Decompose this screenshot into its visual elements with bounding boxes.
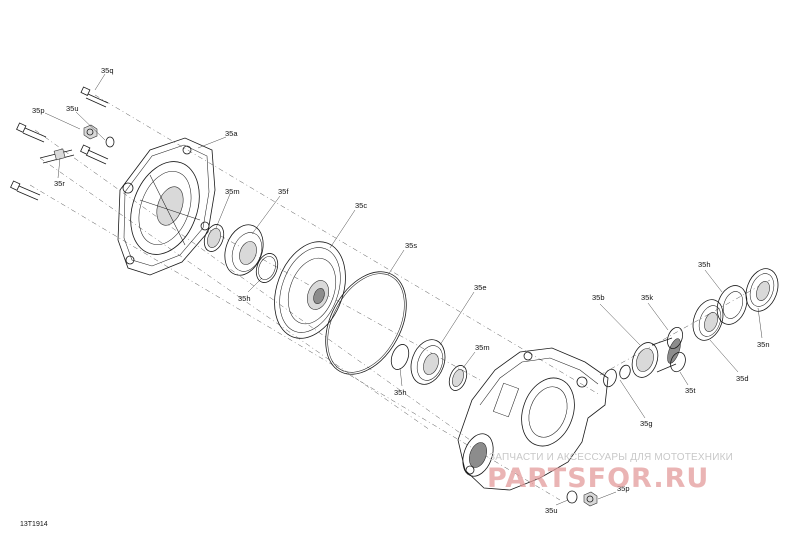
bearing-35d xyxy=(692,299,724,341)
part-labels: 35q 35p 35u 35r 35a 35m 35f 35h 35c 35s … xyxy=(32,66,770,515)
pinion-35b xyxy=(631,337,681,378)
seal-35n xyxy=(745,268,779,312)
label-35k: 35k xyxy=(641,293,653,302)
circlip-35t xyxy=(670,351,686,373)
ring-gear xyxy=(274,241,346,339)
label-35h-left: 35h xyxy=(238,294,251,303)
label-35m-mid: 35m xyxy=(475,343,490,352)
watermark-logo: PARTSFOR.RU xyxy=(487,463,709,494)
label-35u-bottom: 35u xyxy=(545,506,558,515)
washer-35u-bottom xyxy=(566,490,578,504)
bolt-35q xyxy=(80,86,109,108)
label-35q: 35q xyxy=(101,66,114,75)
nut-35p-bottom xyxy=(583,491,598,507)
shim-35h-left xyxy=(255,253,279,283)
label-35s: 35s xyxy=(405,241,417,250)
diagram-code: 13T1914 xyxy=(20,521,48,528)
bushing-35g xyxy=(603,364,631,388)
label-35n: 35n xyxy=(757,340,770,349)
watermark: ЗАПЧАСТИ И АКСЕССУАРЫ ДЛЯ МОТОТЕХНИКИ PA… xyxy=(487,452,733,494)
nut-35h-right xyxy=(716,285,748,325)
label-35u-top: 35u xyxy=(66,104,79,113)
o-ring-35s xyxy=(325,271,407,375)
nut-35u-top xyxy=(83,124,115,148)
bearing-35e xyxy=(410,339,446,385)
label-35f: 35f xyxy=(278,187,289,196)
label-35a: 35a xyxy=(225,129,238,138)
label-35e: 35e xyxy=(474,283,487,292)
shim-35k xyxy=(667,326,683,350)
bolt-35p-top xyxy=(16,122,47,143)
cover-35a xyxy=(117,137,216,276)
label-35b: 35b xyxy=(592,293,605,302)
label-35h-mid: 35h xyxy=(394,388,407,397)
label-35t: 35t xyxy=(685,386,696,395)
watermark-tagline: ЗАПЧАСТИ И АКСЕССУАРЫ ДЛЯ МОТОТЕХНИКИ xyxy=(489,452,733,463)
label-35g: 35g xyxy=(640,419,653,428)
label-35p-bottom: 35p xyxy=(617,484,630,493)
bolt-35r xyxy=(39,144,109,165)
label-35p-top: 35p xyxy=(32,106,45,115)
gearbox-housing xyxy=(457,347,609,491)
label-35m-top: 35m xyxy=(225,187,240,196)
seal-35m-mid xyxy=(448,365,468,391)
assembly-axes xyxy=(29,94,771,501)
leader-lines xyxy=(44,73,763,506)
label-35h-right: 35h xyxy=(698,260,711,269)
label-35d: 35d xyxy=(736,374,749,383)
seal-35m-top xyxy=(203,224,225,252)
bearing-35f xyxy=(224,224,264,276)
bolt-35-bottom-left xyxy=(10,180,41,201)
shim-35h-mid xyxy=(390,344,410,370)
label-35c: 35c xyxy=(355,201,367,210)
label-35r: 35r xyxy=(54,179,65,188)
